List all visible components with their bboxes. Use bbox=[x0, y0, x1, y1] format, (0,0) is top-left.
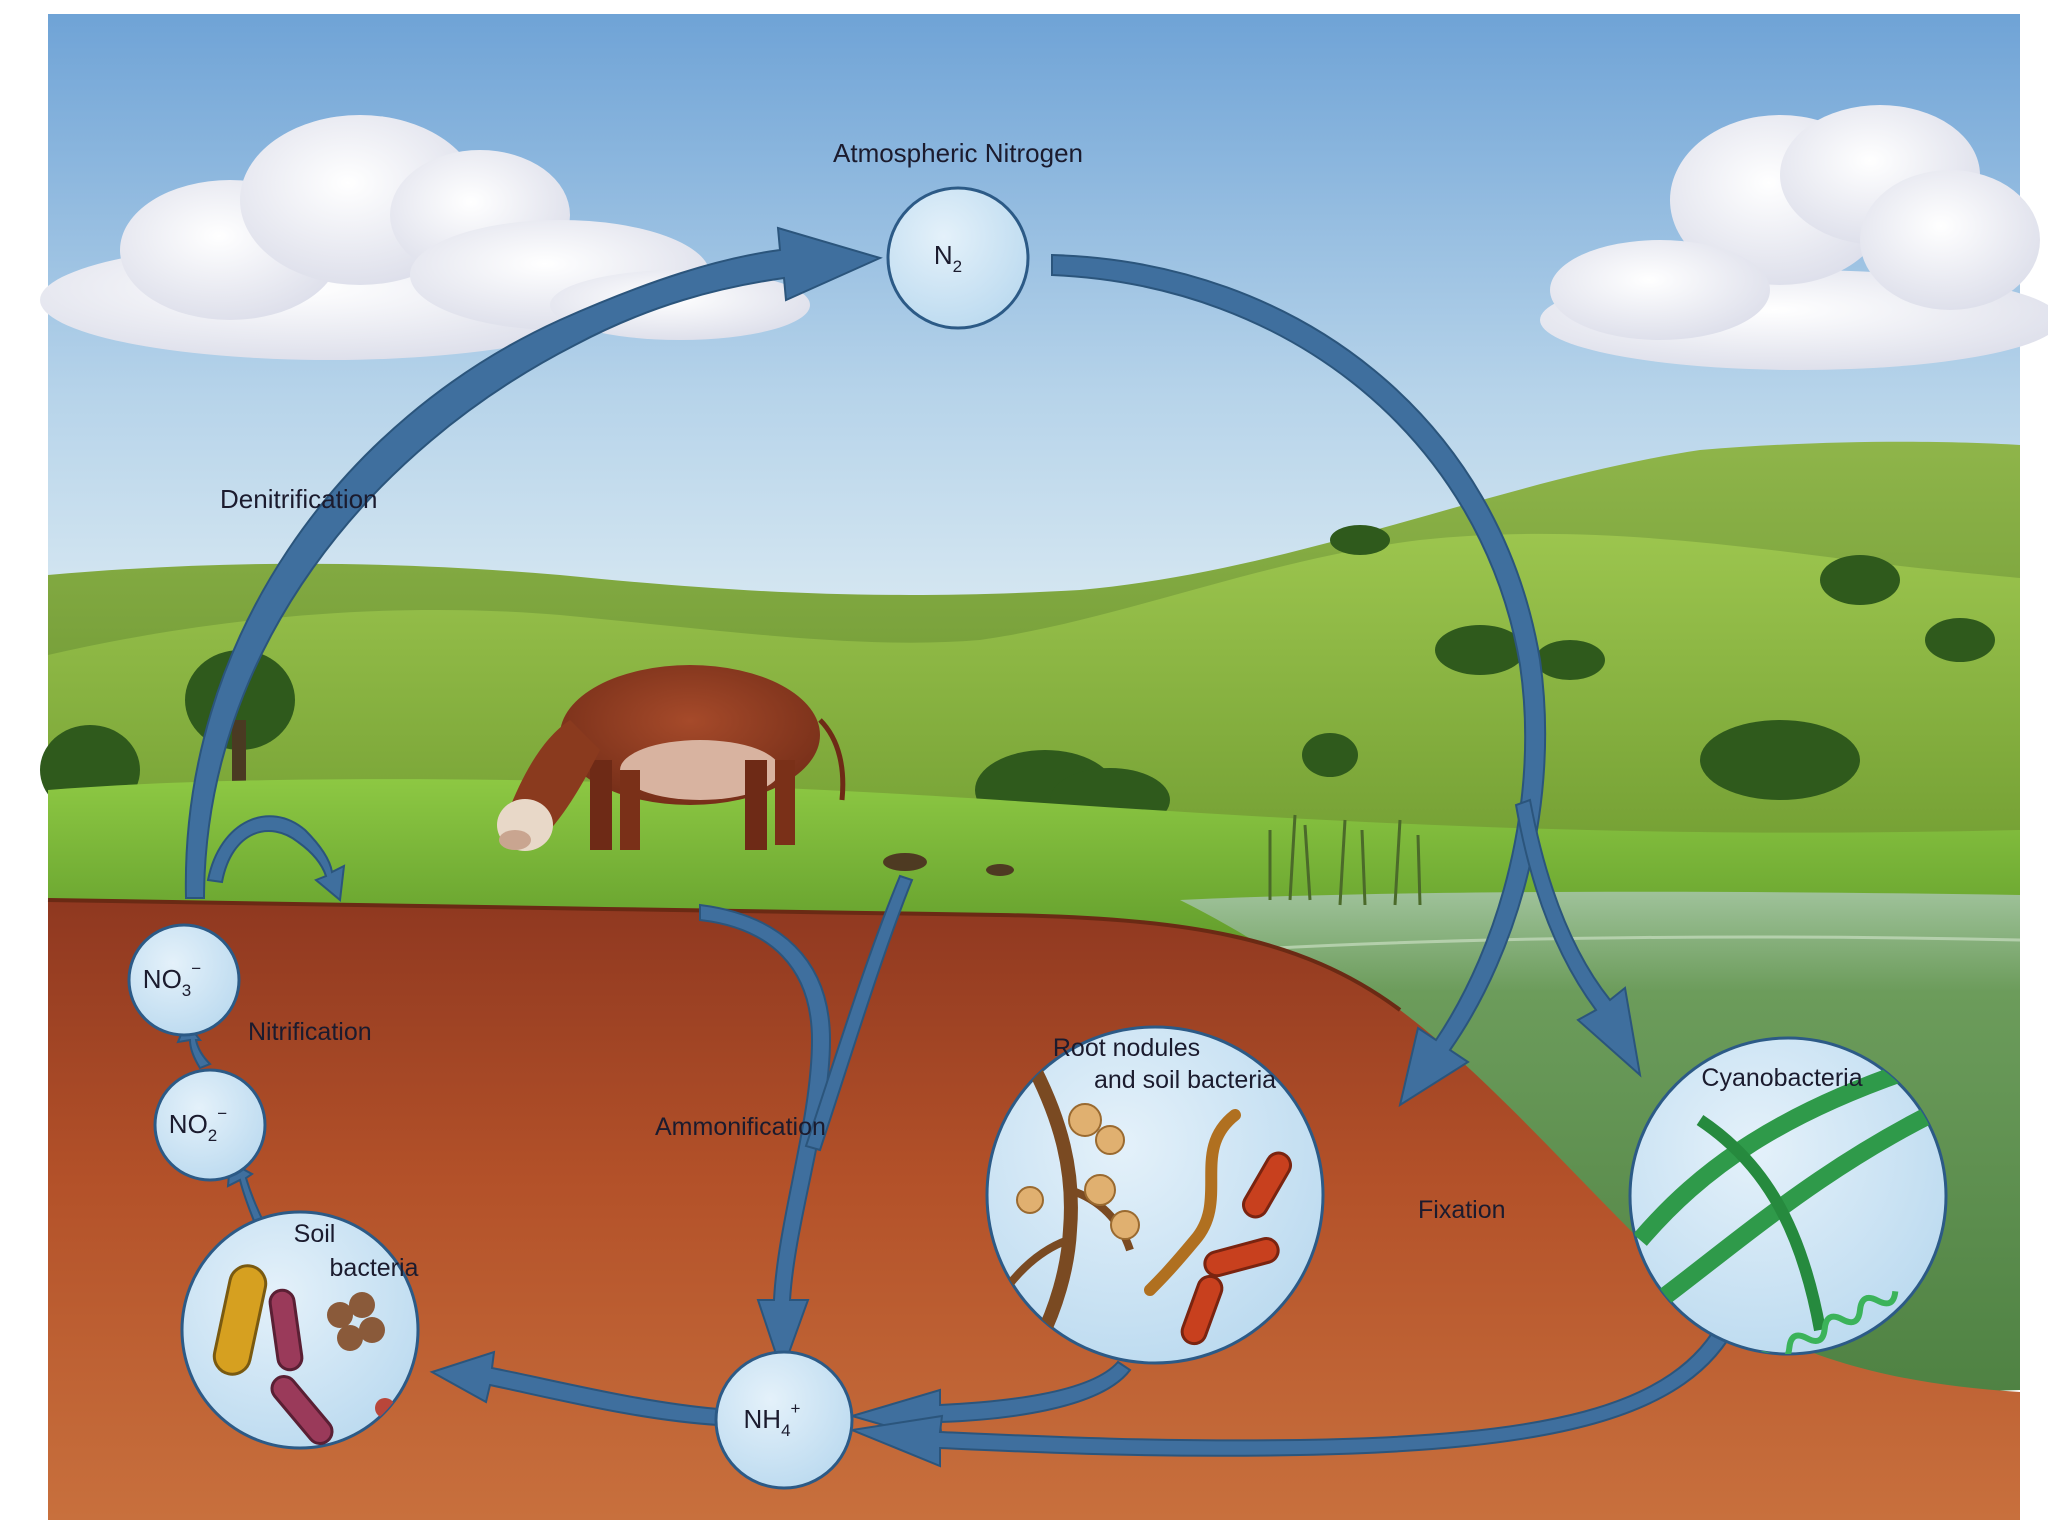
arrow-ammonification-dung bbox=[804, 874, 914, 1152]
dung bbox=[986, 864, 1014, 876]
nh4-label: NH4+ bbox=[744, 1399, 801, 1440]
water-ripple bbox=[1239, 935, 2021, 952]
nh4-label-subscript: 4 bbox=[781, 1421, 790, 1440]
denitrification-label: Denitrification bbox=[220, 484, 378, 514]
no3-label-superscript: − bbox=[191, 959, 201, 978]
arrows bbox=[176, 226, 1740, 1468]
soil-bacteria-label: Soil bacteria bbox=[294, 1220, 419, 1282]
root-nodules-label: Root nodules and soil bacteria bbox=[1053, 1034, 1276, 1094]
arrow-denitrification bbox=[184, 226, 883, 899]
no2-label: NO2− bbox=[169, 1104, 227, 1145]
no3-label-subscript: 3 bbox=[182, 981, 191, 1000]
cyanobacteria-inset bbox=[1628, 1036, 1948, 1356]
no3-label-main: NO bbox=[143, 964, 182, 994]
arrow-to-cyanobacteria bbox=[1514, 798, 1642, 1078]
cow-illustration bbox=[497, 665, 846, 851]
root-nodules-label-line2: and soil bacteria bbox=[1094, 1066, 1276, 1094]
fixation-label: Fixation bbox=[1418, 1196, 1506, 1224]
n2-label-main: N bbox=[934, 240, 953, 270]
nitrification-label: Nitrification bbox=[248, 1018, 372, 1046]
nh4-node bbox=[714, 1350, 854, 1490]
ammonification-label: Ammonification bbox=[655, 1113, 826, 1141]
no2-label-superscript: − bbox=[217, 1104, 227, 1123]
root-nodules-inset bbox=[985, 1025, 1325, 1365]
soil-bacteria-label-line1: Soil bbox=[294, 1220, 336, 1248]
no2-label-main: NO bbox=[169, 1109, 208, 1139]
reeds bbox=[1268, 814, 1422, 906]
soil-edge bbox=[47, 898, 1402, 1012]
no3-node bbox=[127, 923, 241, 1037]
nh4-label-superscript: + bbox=[791, 1399, 801, 1418]
arrow-no3-to-plants bbox=[206, 815, 346, 902]
no3-label: NO3− bbox=[143, 959, 201, 1000]
soil-bacteria-inset bbox=[180, 1210, 420, 1450]
cyanobacteria-label: Cyanobacteria bbox=[1701, 1064, 1862, 1092]
dung bbox=[883, 853, 927, 871]
n2-label-subscript: 2 bbox=[953, 257, 962, 276]
cloud-left bbox=[40, 115, 810, 360]
no2-label-subscript: 2 bbox=[208, 1126, 217, 1145]
nh4-label-main: NH bbox=[744, 1404, 782, 1434]
title-atmospheric-nitrogen: Atmospheric Nitrogen bbox=[833, 138, 1083, 168]
n2-node bbox=[886, 186, 1030, 330]
soil-bacteria-label-line2: bacteria bbox=[330, 1254, 419, 1282]
no2-node bbox=[153, 1068, 267, 1182]
cloud-right bbox=[1540, 105, 2048, 370]
arrow-n2-to-fixation bbox=[1051, 253, 1547, 1108]
n2-label: N2 bbox=[934, 240, 962, 276]
root-nodules-label-line1: Root nodules bbox=[1053, 1034, 1200, 1062]
arrow-nh4-to-soil-bacteria bbox=[429, 1350, 719, 1427]
